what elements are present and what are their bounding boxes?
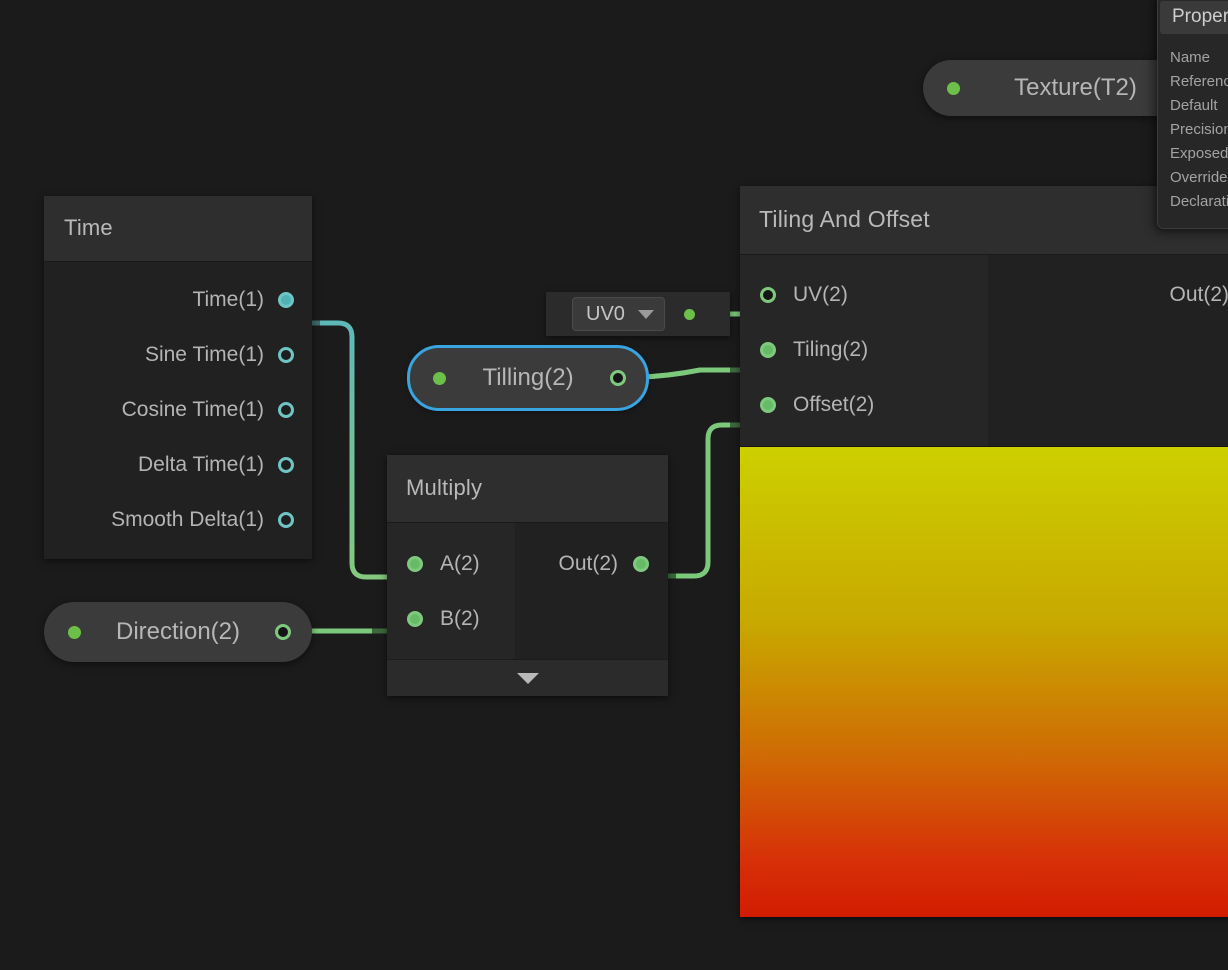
input-port-icon[interactable] bbox=[760, 396, 776, 413]
property-row-exposed[interactable]: Exposed bbox=[1170, 144, 1228, 162]
port-row-b[interactable]: B(2) bbox=[387, 591, 515, 646]
port-label: Tiling(2) bbox=[793, 337, 869, 361]
output-port-icon[interactable] bbox=[278, 511, 294, 528]
port-row-delta-time-out[interactable]: Delta Time(1) bbox=[44, 437, 312, 492]
chevron-down-icon bbox=[637, 309, 654, 319]
port-row-out[interactable]: Out(2) bbox=[988, 267, 1228, 322]
chevron-down-icon[interactable] bbox=[516, 672, 539, 684]
port-label: B(2) bbox=[440, 606, 480, 630]
property-row-override-property[interactable]: Override P bbox=[1170, 168, 1228, 186]
port-row-uv[interactable]: UV(2) bbox=[740, 267, 988, 322]
node-tilling-property[interactable]: Tilling(2) bbox=[407, 345, 649, 411]
uv-channel-value: UV0 bbox=[586, 302, 625, 325]
output-port-icon[interactable] bbox=[633, 555, 649, 572]
node-multiply-body: A(2) B(2) Out(2) bbox=[387, 523, 668, 659]
node-time-title: Time bbox=[44, 196, 312, 262]
node-tiling-and-offset-outputs: Out(2) bbox=[988, 255, 1228, 446]
node-time[interactable]: Time Time(1) Sine Time(1) Cosine Time(1)… bbox=[44, 196, 312, 559]
node-uv0[interactable]: UV0 bbox=[546, 292, 730, 336]
input-port-icon[interactable] bbox=[760, 286, 776, 303]
port-row-offset[interactable]: Offset(2) bbox=[740, 377, 988, 432]
port-row-out[interactable]: Out(2) bbox=[515, 536, 668, 591]
node-multiply-title: Multiply bbox=[387, 455, 668, 523]
node-time-ports: Time(1) Sine Time(1) Cosine Time(1) Delt… bbox=[44, 262, 312, 559]
output-port-icon[interactable] bbox=[275, 624, 291, 640]
port-label: A(2) bbox=[440, 551, 480, 575]
node-direction-label: Direction(2) bbox=[115, 618, 241, 645]
property-color-dot-icon bbox=[433, 371, 446, 385]
property-row-default[interactable]: Default bbox=[1170, 96, 1218, 114]
port-row-smooth-delta-out[interactable]: Smooth Delta(1) bbox=[44, 492, 312, 547]
port-label: Smooth Delta(1) bbox=[111, 507, 264, 531]
output-port-icon[interactable] bbox=[278, 456, 294, 473]
port-label: Offset(2) bbox=[793, 392, 875, 416]
node-tilling-label: Tilling(2) bbox=[482, 364, 574, 391]
property-row-declaration[interactable]: Declaratio bbox=[1170, 192, 1228, 210]
output-port-icon[interactable] bbox=[610, 370, 626, 386]
uv-channel-dropdown[interactable]: UV0 bbox=[572, 297, 665, 331]
output-port-icon[interactable] bbox=[278, 346, 294, 363]
port-label: Time(1) bbox=[192, 287, 264, 311]
node-tiling-and-offset-body: UV(2) Tiling(2) Offset(2) Out(2) bbox=[740, 255, 1228, 446]
port-label: Delta Time(1) bbox=[137, 452, 264, 476]
node-tiling-and-offset-inputs: UV(2) Tiling(2) Offset(2) bbox=[740, 255, 988, 446]
node-tiling-and-offset[interactable]: Tiling And Offset UV(2) Tiling(2) Offset… bbox=[740, 186, 1228, 917]
node-multiply[interactable]: Multiply A(2) B(2) Out(2) bbox=[387, 455, 668, 696]
port-label: UV(2) bbox=[793, 282, 848, 306]
node-preview-thumbnail[interactable] bbox=[740, 446, 1228, 917]
node-multiply-inputs: A(2) B(2) bbox=[387, 523, 515, 659]
property-row-name[interactable]: Name bbox=[1170, 49, 1211, 66]
node-direction-property[interactable]: Direction(2) bbox=[44, 602, 312, 662]
output-port-icon[interactable] bbox=[278, 401, 294, 418]
input-port-icon[interactable] bbox=[407, 610, 423, 627]
input-port-icon[interactable] bbox=[760, 341, 776, 358]
port-label: Out(2) bbox=[1169, 282, 1228, 306]
node-multiply-collapse-bar[interactable] bbox=[387, 659, 668, 696]
node-multiply-outputs: Out(2) bbox=[515, 523, 668, 659]
port-row-a[interactable]: A(2) bbox=[387, 536, 515, 591]
output-port-icon[interactable] bbox=[278, 291, 294, 308]
property-color-dot-icon bbox=[68, 625, 81, 639]
port-label: Sine Time(1) bbox=[144, 342, 264, 366]
property-color-dot-icon bbox=[947, 81, 960, 95]
port-row-cosine-time-out[interactable]: Cosine Time(1) bbox=[44, 382, 312, 437]
port-label: Out(2) bbox=[558, 551, 618, 575]
port-row-time-out[interactable]: Time(1) bbox=[44, 272, 312, 327]
property-inspector-panel[interactable]: Property Name Reference Default Precisio… bbox=[1157, 0, 1228, 229]
property-panel-title: Property bbox=[1160, 1, 1228, 34]
port-row-sine-time-out[interactable]: Sine Time(1) bbox=[44, 327, 312, 382]
property-row-reference[interactable]: Reference bbox=[1170, 72, 1228, 90]
node-tiling-and-offset-title: Tiling And Offset bbox=[740, 186, 1228, 255]
output-port-icon[interactable] bbox=[683, 308, 695, 320]
property-row-precision[interactable]: Precision bbox=[1170, 120, 1228, 138]
port-row-tiling[interactable]: Tiling(2) bbox=[740, 322, 988, 377]
port-label: Cosine Time(1) bbox=[121, 397, 264, 421]
node-texture-label: Texture(T2) bbox=[1014, 74, 1137, 101]
input-port-icon[interactable] bbox=[407, 555, 423, 572]
